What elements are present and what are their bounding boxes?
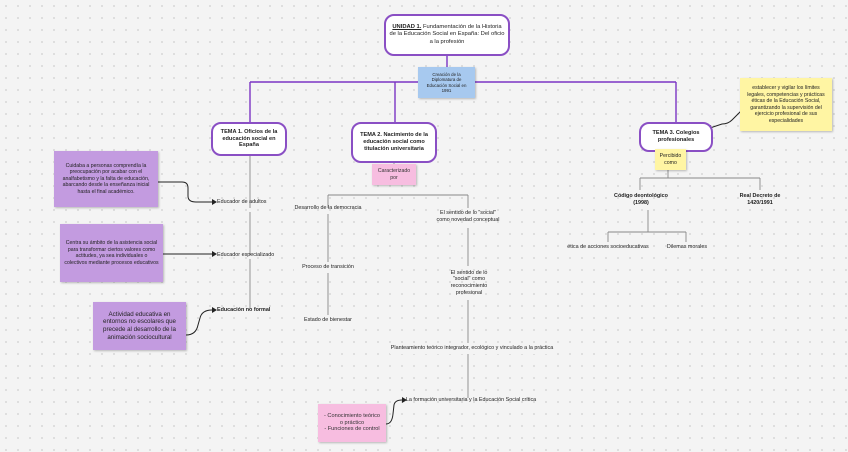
sentido-novedad-label: El sentido de lo "social" como novedad c… — [436, 210, 500, 223]
desarrollo-democracia-label: Desarrollo de la democracia — [294, 205, 362, 212]
arrow-curve — [185, 309, 213, 336]
yellow-note-colegios: establecer y vigilar los límites legales… — [740, 78, 832, 131]
real-decreto-label: Real Decreto de 1420/1991 — [739, 193, 781, 206]
estado-bienestar-label: Estado de bienestar — [300, 315, 356, 326]
unit-label: UNIDAD 1. — [392, 24, 422, 31]
tema-3-node: TEMA 3. Colegios profesionales — [639, 122, 713, 152]
yellow-note-percibido: Percibido como — [655, 149, 686, 170]
educador-adultos-label: Educador de adultos — [217, 198, 267, 205]
proceso-transicion-label: Proceso de transición — [294, 262, 362, 273]
planteamiento-teorico-label: Planteamiento teórico integrador, ecológ… — [390, 343, 554, 354]
arrowhead — [212, 307, 217, 313]
arrowhead — [212, 251, 217, 257]
sentido-reconocimiento-label: El sentido de lo "social" como reconocim… — [450, 269, 488, 296]
formacion-universitaria-label: La formación universitaria y la Educació… — [405, 397, 537, 404]
arrow-curve — [709, 109, 743, 129]
pink-note-conocimiento: - Conocimiento teórico o práctico - Func… — [318, 404, 386, 442]
arrowhead — [402, 397, 407, 403]
purple-note-educador-especializado: Centra su ámbito de la asistencia social… — [60, 224, 163, 282]
educacion-no-formal-label: Educación no formal — [217, 306, 271, 313]
dilemas-morales-label: Dilemas morales — [666, 244, 708, 251]
educador-especializado-label: Educador especializado — [217, 251, 275, 258]
tema-1-node: TEMA 1. Oficios de la educación social e… — [211, 122, 287, 156]
purple-note-educacion-no-formal: Actividad educativa en entornos no escol… — [93, 302, 186, 350]
etica-acciones-label: ética de acciones socioeducativas — [567, 244, 649, 251]
arrow-curve — [158, 181, 212, 203]
purple-note-educador-adultos: Cuidaba a personas comprendía la preocup… — [54, 151, 158, 207]
tema-2-node: TEMA 2. Nacimiento de la educación socia… — [351, 122, 437, 163]
codigo-deontologico-label: Código deontológico (1998) — [614, 193, 668, 206]
unit-title-node: UNIDAD 1. Fundamentación de la Historia … — [384, 14, 510, 56]
blue-note-diplomatura: Creación de la Diplomatura de Educación … — [418, 67, 475, 98]
pink-note-caracterizado: Caracterizado por — [372, 164, 416, 185]
unit-title: Fundamentación de la Historia de la Educ… — [389, 24, 505, 45]
arrowhead — [212, 199, 217, 205]
arrow-curve — [385, 399, 403, 425]
